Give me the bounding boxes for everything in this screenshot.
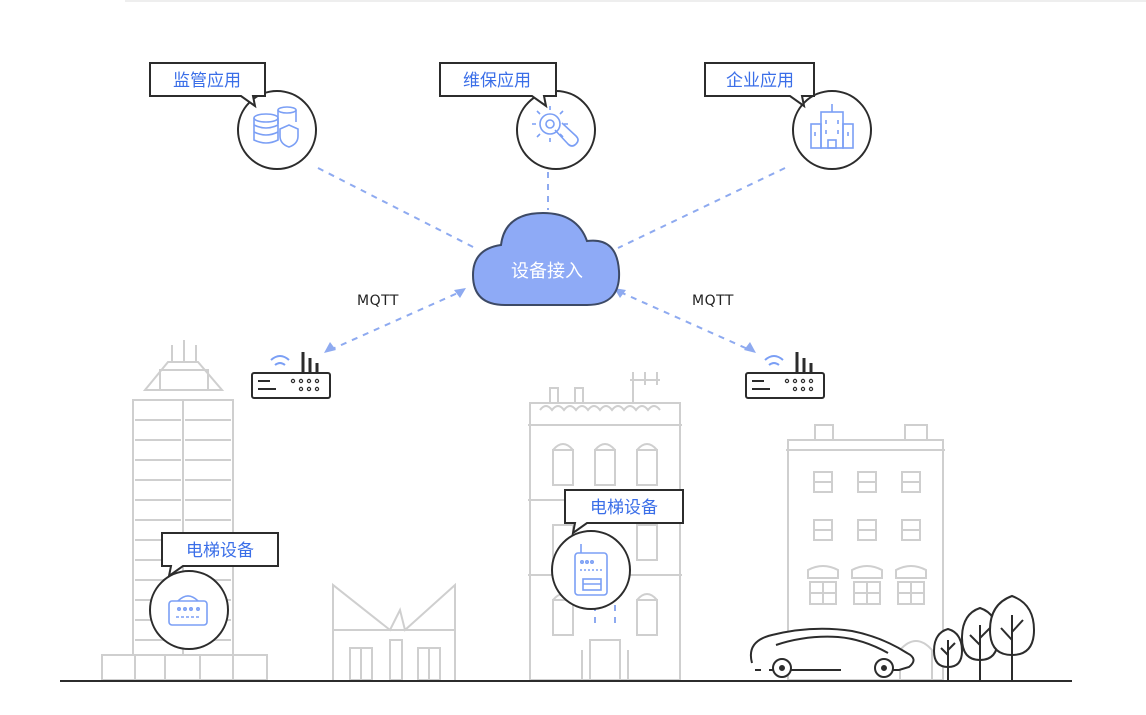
monitoring-app-callout — [149, 62, 266, 109]
device-access-label: 设备接入 — [511, 261, 583, 282]
database-shield-icon — [253, 106, 299, 148]
elevator-device-middle: 电梯设备 — [551, 489, 684, 610]
arrowhead-cloud-left — [454, 288, 466, 298]
arrowhead-router-right — [744, 342, 756, 353]
router-icon — [251, 352, 331, 399]
classical-building — [528, 372, 682, 681]
enterprise-app-label: 企业应用 — [726, 71, 794, 91]
trees — [932, 594, 1036, 681]
elevator-controller-icon — [574, 544, 608, 596]
monitoring-app-node: 监管应用 — [149, 62, 317, 170]
maintenance-app-callout — [439, 62, 557, 109]
maintenance-app-label: 维保应用 — [463, 71, 531, 91]
tree-large — [988, 594, 1036, 681]
elevator-left-circle — [149, 570, 229, 650]
gear-wrench-icon — [532, 106, 579, 147]
mqtt-label-right: MQTT — [692, 293, 734, 309]
router-left — [251, 352, 331, 399]
elevator-middle-label: 电梯设备 — [590, 498, 658, 518]
elevator-left-callout — [161, 532, 279, 579]
connector-enterprise-cloud — [617, 167, 786, 249]
elevator-device-left: 电梯设备 — [149, 532, 279, 650]
zigzag-building — [332, 582, 456, 681]
elevator-middle-circle — [551, 530, 631, 610]
monitoring-app-label: 监管应用 — [173, 71, 241, 91]
connector-monitoring-cloud — [317, 167, 476, 249]
router-right — [745, 352, 825, 399]
elevator-left-label: 电梯设备 — [186, 541, 254, 561]
device-access-cloud: 设备接入 — [471, 211, 621, 306]
enterprise-app-circle — [792, 90, 872, 170]
cloud-shape — [471, 211, 621, 306]
car-illustration — [750, 627, 915, 678]
elevator-middle-callout — [564, 489, 684, 536]
enterprise-app-callout — [704, 62, 815, 109]
tree-small — [932, 627, 964, 681]
maintenance-app-node: 维保应用 — [439, 62, 596, 170]
office-building-icon — [810, 104, 854, 149]
elevator-controller-icon — [168, 595, 208, 626]
mqtt-label-left: MQTT — [357, 293, 399, 309]
router-icon — [745, 352, 825, 399]
enterprise-app-node: 企业应用 — [704, 62, 872, 170]
arrowhead-router-left — [324, 342, 336, 353]
